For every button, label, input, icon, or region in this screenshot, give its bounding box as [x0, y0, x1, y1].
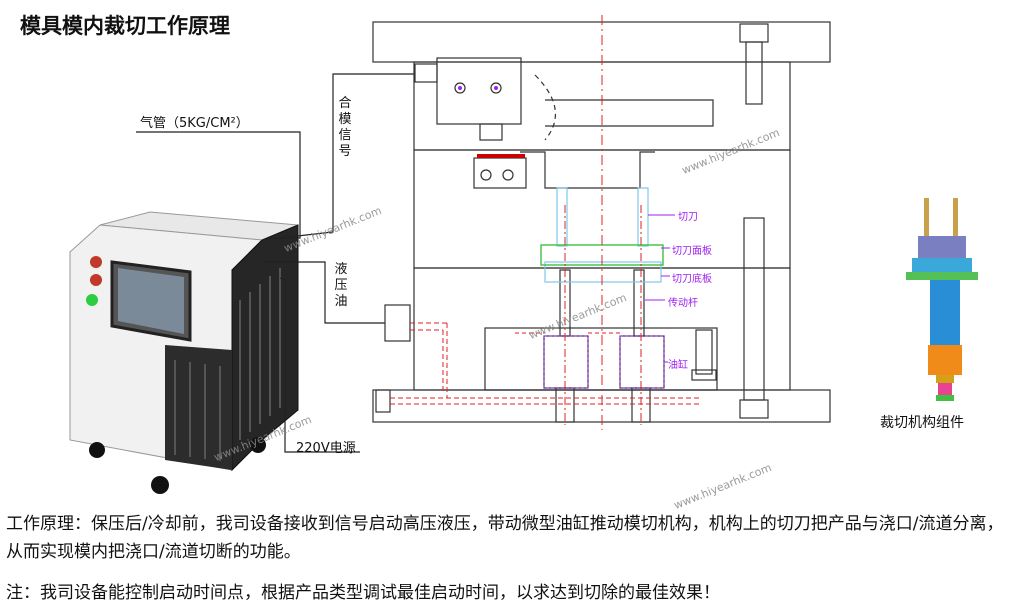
cutter-bottom-plate-label: 切刀底板: [672, 274, 712, 285]
note-text: 注：我司设备能控制启动时间点，根据产品类型调试最佳启动时间，以求达到切除的最佳效…: [6, 583, 720, 603]
hydraulic-oil-label: 液压油: [334, 262, 348, 309]
oil-cylinder-label: 油缸: [668, 360, 688, 371]
center-lines: [390, 15, 700, 430]
hydraulic-machine: [69, 211, 299, 494]
air-pipe-label: 气管（5KG/CM²）: [140, 116, 249, 131]
description-text: 工作原理：保压后/冷却前，我司设备接收到信号启动高压液压，带动微型油缸推动模切机…: [6, 514, 1004, 562]
cutter-shape: [544, 187, 662, 283]
component-label: 裁切机构组件: [880, 415, 964, 431]
transmission-rod-label: 传动杆: [668, 298, 698, 309]
connection-lines: [136, 73, 415, 453]
mold-close-signal-label: 合模信号: [338, 96, 352, 159]
cutter-face-plate-label: 切刀面板: [672, 246, 712, 257]
purple-guides: [543, 214, 675, 389]
power-label: 220V电源: [296, 441, 356, 456]
page-title: 模具模内裁切工作原理: [20, 14, 230, 38]
cutting-component: [906, 198, 978, 401]
cutter-label: 切刀: [678, 212, 698, 223]
